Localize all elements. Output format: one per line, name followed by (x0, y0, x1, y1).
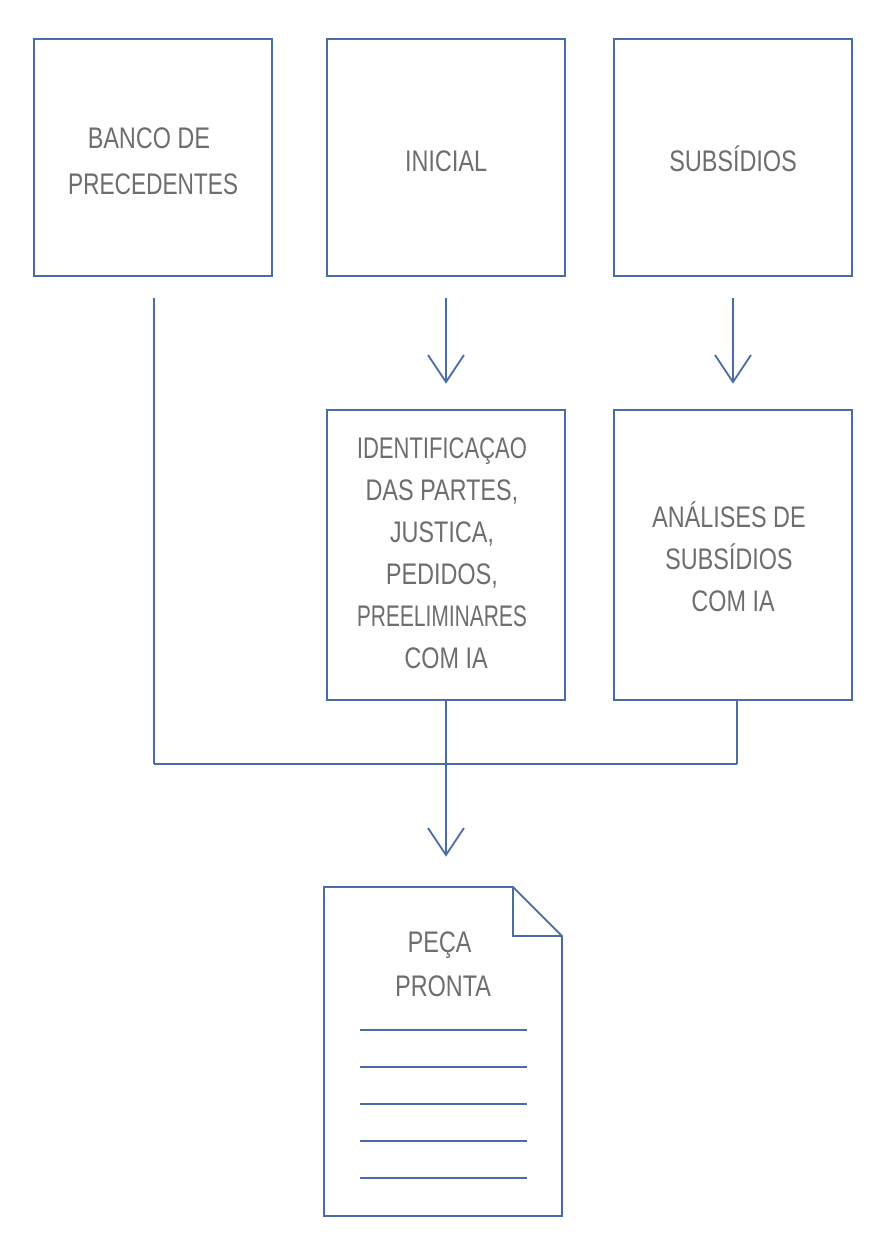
peca-label-line: PEÇA (408, 926, 472, 959)
identificacao-label-line: DAS PARTES, (366, 474, 519, 507)
inicial-arrow-head (427, 354, 465, 384)
analises-label-line: ANÁLISES DE (652, 501, 805, 534)
peca-label-line: PRONTA (395, 970, 491, 1003)
banco-label: BANCO DE PRECEDENTES (68, 122, 238, 201)
subsidios-box (613, 38, 853, 277)
banco-label-line: BANCO DE (88, 122, 210, 155)
document-fold (512, 887, 562, 937)
banco-label-line: PRECEDENTES (68, 168, 238, 201)
identificacao-label-line: JUSTICA, (390, 516, 494, 549)
peca-label: PEÇA PRONTA (395, 926, 491, 1003)
identificacao-label: IDENTIFICAÇAO DAS PARTES, JUSTICA, PEDID… (357, 432, 535, 675)
identificacao-label-line: IDENTIFICAÇAO (357, 432, 527, 465)
document-icon (323, 886, 563, 1217)
document-outline (323, 886, 563, 1217)
inicial-label: INICIAL (405, 145, 487, 178)
inicial-box (326, 38, 566, 277)
analises-label-line: SUBSÍDIOS (665, 543, 792, 576)
subsidios-label-line: SUBSÍDIOS (669, 145, 796, 178)
banco-de-precedentes-box (33, 38, 273, 277)
identificacao-label-line: PEDIDOS, (386, 558, 498, 591)
analises-box (613, 409, 853, 701)
identificacao-label-line: COM IA (404, 642, 487, 675)
inicial-label-line: INICIAL (405, 145, 487, 178)
identificacao-label-line: PREELIMINARES (357, 600, 527, 633)
subsidios-arrow-head (714, 354, 752, 384)
main-arrow-head (427, 827, 465, 857)
analises-label: ANÁLISES DE SUBSÍDIOS COM IA (652, 501, 814, 618)
identificacao-box (326, 409, 566, 701)
analises-label-line: COM IA (691, 585, 774, 618)
subsidios-label: SUBSÍDIOS (669, 145, 796, 178)
